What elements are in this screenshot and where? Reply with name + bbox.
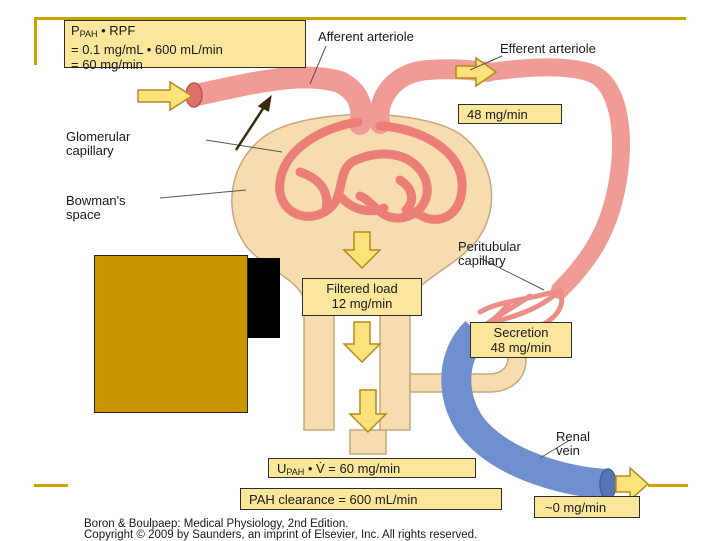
glomerular-label-line2: capillary (66, 143, 114, 158)
peritubular-label-line1: Peritubular (458, 239, 521, 254)
secretion-line2: 48 mg/min (490, 340, 552, 355)
slide-rule-top (34, 17, 686, 20)
filtered-load-line2: 12 mg/min (331, 296, 393, 311)
formula-line-3: = 60 mg/min (71, 57, 143, 72)
efferent-arrow (455, 56, 498, 88)
vein-opening (599, 468, 617, 500)
formula-line-1: PPAH • RPF (71, 23, 299, 42)
vein-output-box: ~0 mg/min (534, 496, 640, 518)
outflow-arrow (615, 466, 650, 502)
glomerular-tuft (275, 117, 467, 224)
tubule-lower (349, 429, 387, 455)
renal-vein-label: Renal vein (556, 430, 590, 458)
rpf-formula-box: PPAH • RPF = 0.1 mg/mL • 600 mL/min = 60… (64, 20, 306, 72)
inflow-arrow (137, 80, 194, 112)
glomerular-label: Glomerular capillary (66, 130, 130, 158)
glomerular-label-line1: Glomerular (66, 129, 131, 144)
efferent-arteriole-label: Efferent arteriole (500, 41, 596, 56)
peritubular-label-line2: capillary (458, 253, 506, 268)
renal-vein-line1: Renal (556, 429, 590, 444)
flow-arrows (137, 56, 650, 502)
filtered-arrow (342, 231, 382, 270)
bowman-label-line2: space (66, 207, 101, 222)
renal-vein (441, 321, 609, 499)
urine-rest: • V̇ = 60 mg/min (304, 461, 401, 476)
slide-rule-bottom-right (648, 484, 688, 487)
efferent-long-vessel (551, 63, 630, 299)
bowman-label-line1: Bowman's (66, 193, 126, 208)
afferent-arteriole-vessel (185, 66, 373, 135)
formula-p: P (71, 23, 80, 38)
efferent-connector (488, 58, 591, 81)
formula-rest: • RPF (97, 23, 136, 38)
credit-line-2: Copyright © 2009 by Saunders, an imprint… (84, 529, 478, 541)
redaction-gold (94, 255, 248, 413)
secretion-box: Secretion 48 mg/min (470, 322, 572, 358)
slide-rule-bottom-left (34, 484, 68, 487)
peritubular-label: Peritubular capillary (458, 240, 521, 268)
duct-arrow (348, 389, 388, 434)
bowman-label: Bowman's space (66, 194, 126, 222)
renal-vein-line2: vein (556, 443, 580, 458)
filtered-load-box: Filtered load 12 mg/min (302, 278, 422, 316)
efferent-value-box: 48 mg/min (458, 104, 562, 124)
tubule-arrow (342, 321, 382, 364)
filtered-load-line1: Filtered load (326, 281, 398, 296)
pointer-arrow (234, 94, 272, 151)
leader-lines (159, 45, 571, 459)
formula-line-2: = 0.1 mg/mL • 600 mL/min (71, 42, 223, 57)
urine-sub: PAH (286, 467, 305, 477)
formula-p-sub: PAH (79, 29, 98, 39)
afferent-arteriole-label: Afferent arteriole (318, 29, 414, 44)
urine-excretion-box: UPAH • V̇ = 60 mg/min (268, 458, 476, 478)
secretion-line1: Secretion (493, 325, 549, 340)
pah-clearance-box: PAH clearance = 600 mL/min (240, 488, 502, 510)
urine-u: U (277, 461, 287, 476)
credit-line-1: Boron & Boulpaep: Medical Physiology, 2n… (84, 518, 349, 530)
slide-rule-left (34, 17, 37, 65)
